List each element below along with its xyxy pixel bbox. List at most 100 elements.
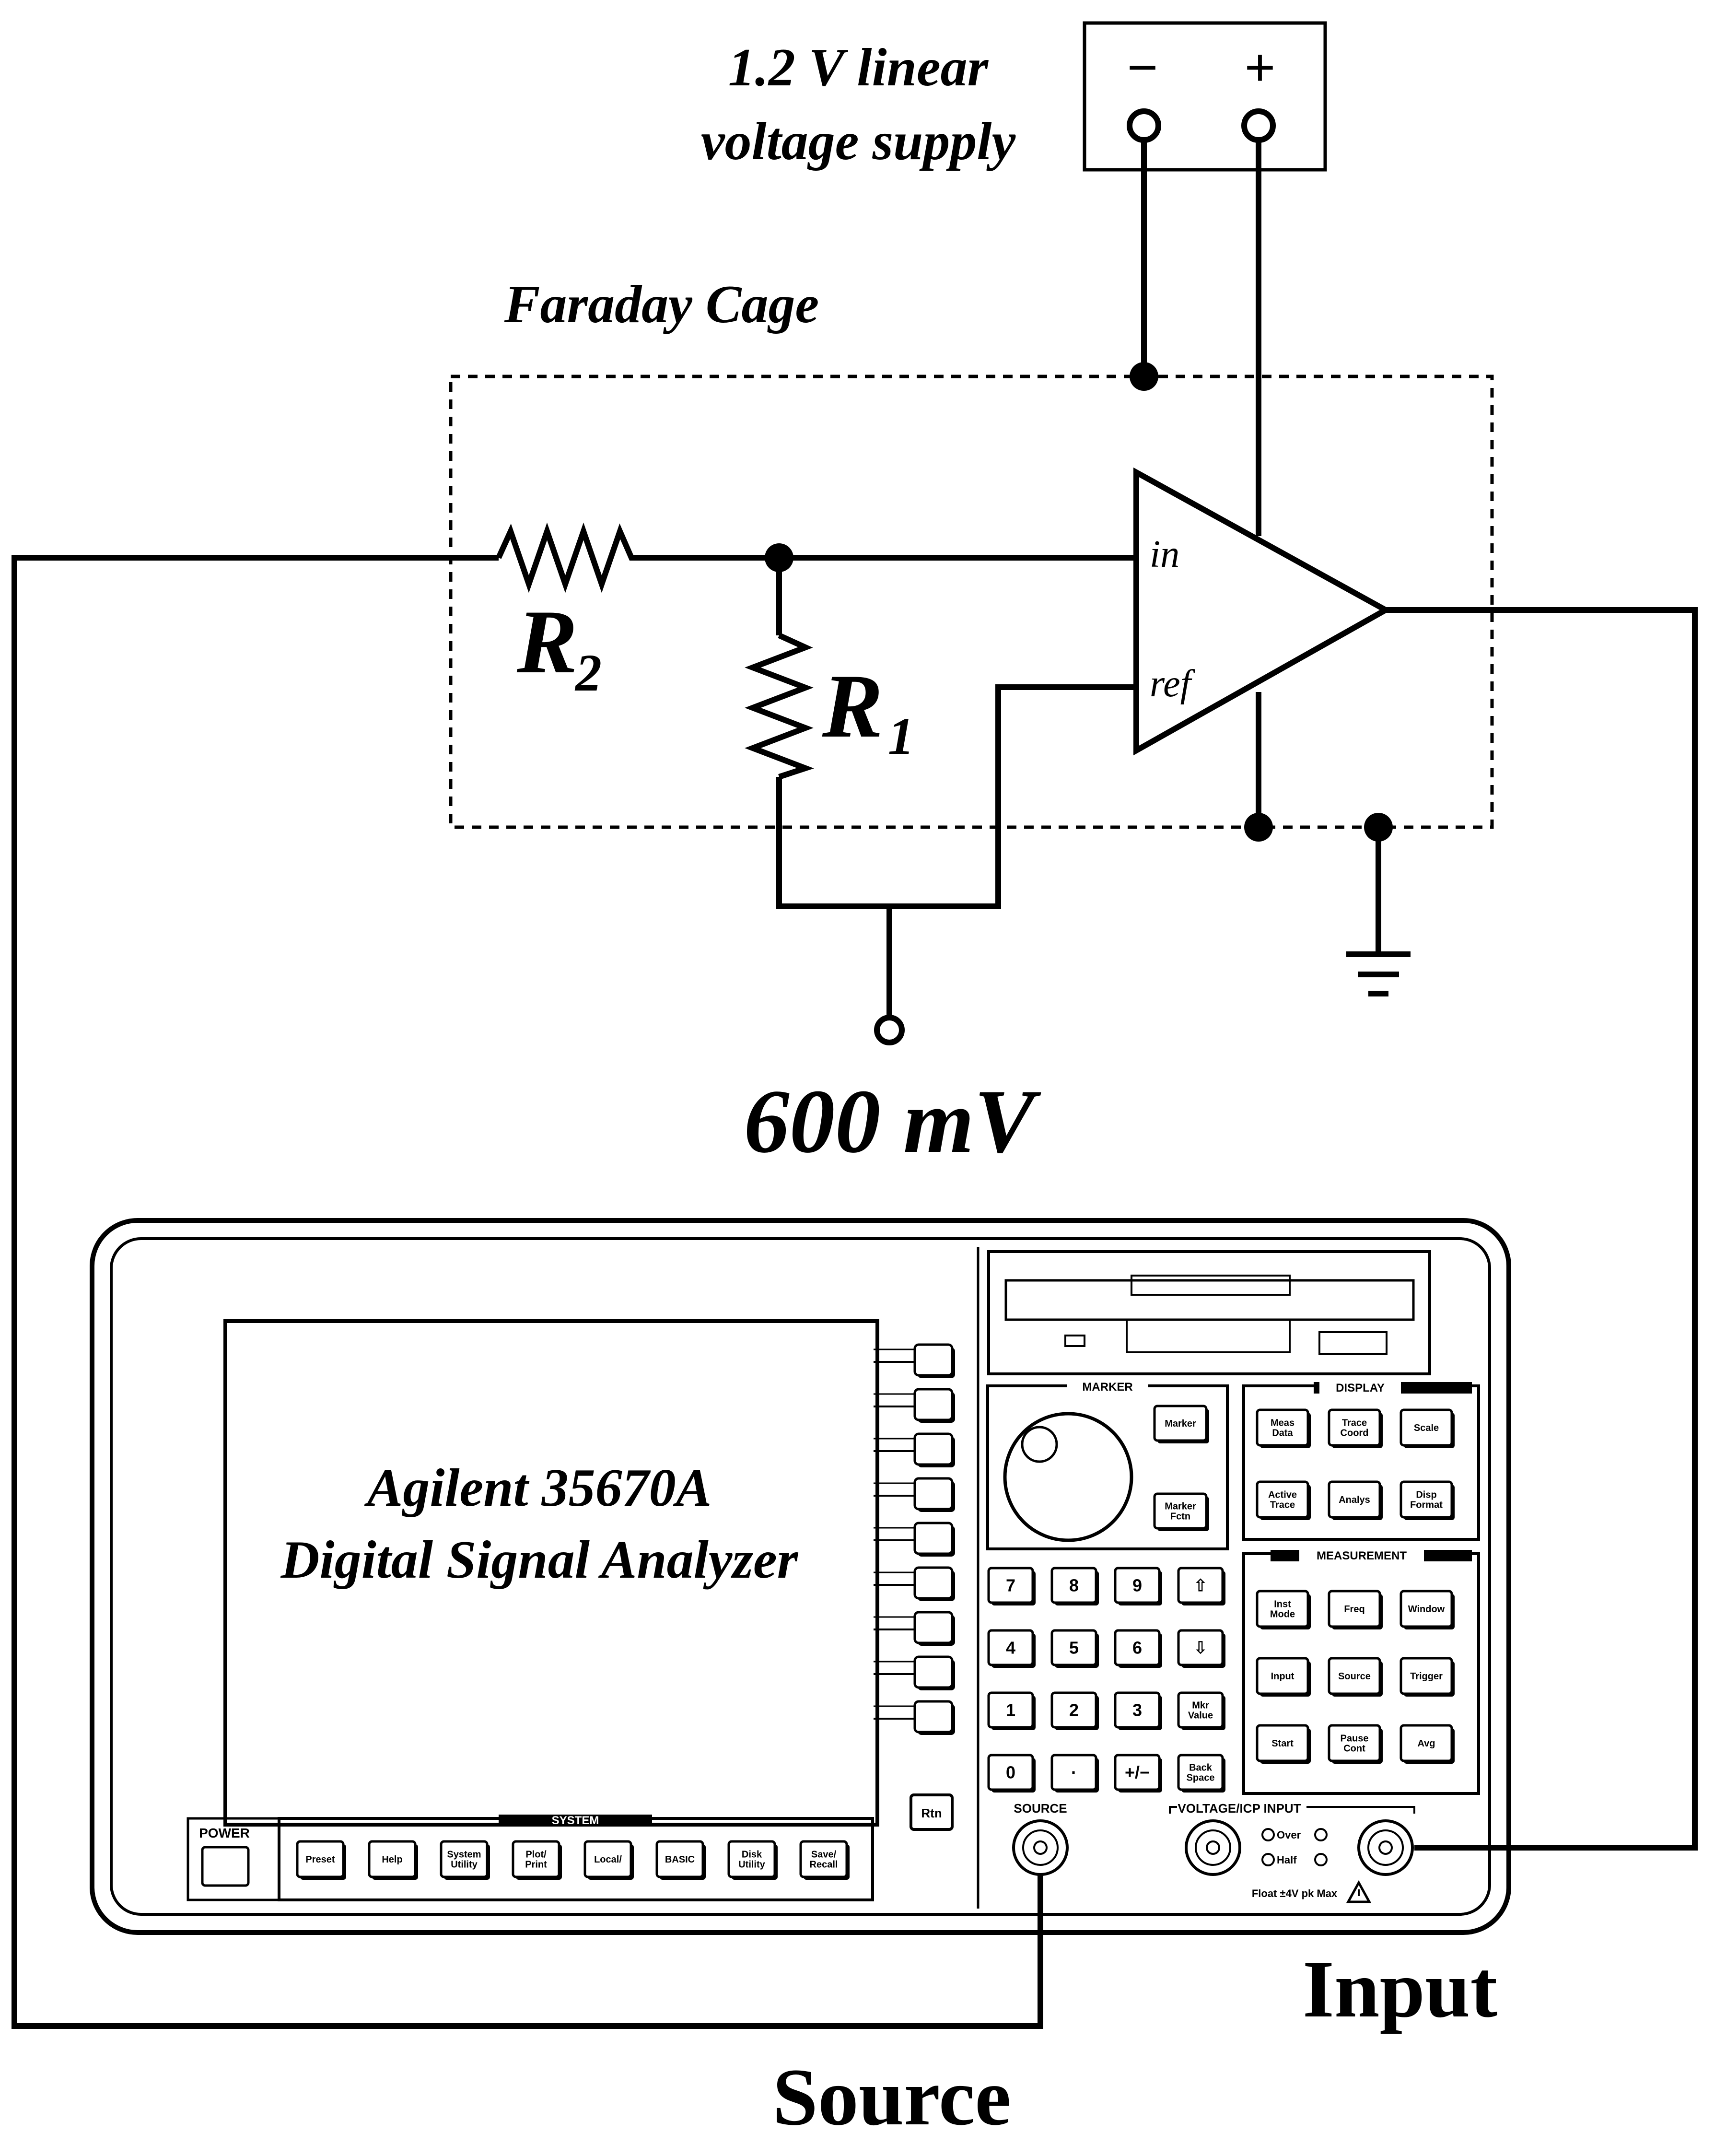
voltage-supply: − +: [1083, 21, 1327, 172]
measurement-freq-key[interactable]: Freq: [1328, 1590, 1383, 1629]
softkey[interactable]: [913, 1343, 955, 1378]
system-plot-print-key[interactable]: Plot/Print: [512, 1840, 562, 1880]
keypad-6-key[interactable]: 6: [1114, 1629, 1162, 1668]
rtn-key[interactable]: Rtn: [910, 1793, 954, 1831]
ground-icon: [1346, 951, 1411, 996]
svg-text:1: 1: [888, 707, 914, 765]
softkey[interactable]: [913, 1432, 955, 1467]
keypad-key-key[interactable]: ⇧: [1177, 1567, 1225, 1605]
measurement-source-key[interactable]: Source: [1328, 1657, 1383, 1697]
keypad-1-key[interactable]: 1: [987, 1691, 1036, 1730]
svg-text:Over: Over: [1277, 1829, 1301, 1841]
keypad-key-key[interactable]: ·: [1050, 1754, 1099, 1793]
keypad-key-label: 3: [1132, 1700, 1142, 1720]
display-key-label: Coord: [1341, 1428, 1369, 1439]
keypad-3-key[interactable]: 3: [1114, 1691, 1162, 1730]
marker-marker-key[interactable]: Marker: [1153, 1405, 1209, 1443]
system-key-label: Help: [382, 1854, 402, 1865]
voltage-bnc-connector[interactable]: [1185, 1819, 1241, 1876]
system-save-recall-key[interactable]: Save/Recall: [799, 1840, 850, 1880]
measurement-window-key[interactable]: Window: [1399, 1590, 1455, 1629]
keypad-key-label: Back: [1189, 1763, 1213, 1773]
supply-minus-sign: −: [1127, 38, 1158, 97]
softkey[interactable]: [913, 1522, 955, 1557]
softkey[interactable]: [913, 1611, 955, 1646]
amplifier-ref-label: ref: [1150, 663, 1196, 705]
keypad-key-key[interactable]: ⇩: [1177, 1629, 1225, 1668]
keypad-key-label: 5: [1069, 1638, 1079, 1658]
power-button[interactable]: [201, 1846, 250, 1887]
amplifier-in-label: in: [1150, 533, 1179, 575]
system-key-label: BASIC: [665, 1854, 695, 1865]
keypad-2-key[interactable]: 2: [1050, 1691, 1099, 1730]
display-scale-key[interactable]: Scale: [1399, 1408, 1455, 1448]
analyzer-title-line1: Agilent 35670A: [364, 1458, 712, 1518]
system-preset-key[interactable]: Preset: [296, 1840, 346, 1880]
keypad-key-label: ⇧: [1193, 1576, 1208, 1595]
keypad-7-key[interactable]: 7: [987, 1567, 1036, 1605]
over-indicator: Over: [1261, 1828, 1328, 1841]
marker-key-label: Marker: [1165, 1501, 1196, 1512]
svg-text:2: 2: [574, 644, 602, 702]
measurement-key-label: Pause: [1341, 1734, 1369, 1744]
display-key-label: Disp: [1416, 1490, 1436, 1500]
analyzer-title-line2: Digital Signal Analyzer: [280, 1530, 799, 1590]
source-bnc-connector[interactable]: [1012, 1819, 1069, 1876]
analyzer-screen: [223, 1319, 879, 1827]
keypad-key-key[interactable]: +/−: [1114, 1754, 1162, 1793]
supply-plus-sign: +: [1245, 38, 1275, 97]
supply-label-line2: voltage supply: [701, 112, 1016, 171]
system-key-label: Plot/: [525, 1850, 547, 1860]
measurement-trigger-key[interactable]: Trigger: [1399, 1657, 1455, 1697]
measurement-start-key[interactable]: Start: [1256, 1724, 1311, 1764]
keypad-4-key[interactable]: 4: [987, 1629, 1036, 1668]
amplifier: [1133, 467, 1392, 756]
svg-text:R: R: [822, 656, 883, 757]
system-basic-key[interactable]: BASIC: [655, 1840, 706, 1880]
softkey[interactable]: [913, 1655, 955, 1690]
system-help-key[interactable]: Help: [368, 1840, 418, 1880]
keypad-key-label: 1: [1006, 1700, 1015, 1720]
keypad-5-key[interactable]: 5: [1050, 1629, 1099, 1668]
measurement-input-key[interactable]: Input: [1256, 1657, 1311, 1697]
softkey[interactable]: [913, 1477, 955, 1512]
marker-knob[interactable]: [1003, 1412, 1133, 1542]
keypad-0-key[interactable]: 0: [987, 1754, 1036, 1793]
softkey[interactable]: [913, 1700, 955, 1735]
softkey[interactable]: [913, 1566, 955, 1601]
display-key-label: Trace: [1270, 1500, 1295, 1511]
softkey[interactable]: [913, 1388, 955, 1423]
keypad-key-label: Mkr: [1192, 1700, 1209, 1711]
system-local-key[interactable]: Local/: [583, 1840, 634, 1880]
measurement-key-label: Inst: [1274, 1599, 1291, 1610]
keypad-8-key[interactable]: 8: [1050, 1567, 1099, 1605]
marker-key-label: Marker: [1165, 1418, 1196, 1429]
measurement-avg-key[interactable]: Avg: [1399, 1724, 1455, 1764]
display-key-label: Format: [1410, 1500, 1443, 1511]
keypad-key-label: 6: [1132, 1638, 1142, 1658]
r1-label: R 1: [822, 656, 914, 765]
marker-key-label: Fctn: [1170, 1512, 1190, 1522]
marker-title: MARKER: [1082, 1381, 1132, 1394]
icp-bnc-connector[interactable]: [1357, 1819, 1414, 1876]
source-connector-label: SOURCE: [1014, 1801, 1067, 1816]
marker-group: [986, 1382, 1229, 1550]
measurement-key-label: Cont: [1343, 1744, 1365, 1754]
keypad-9-key[interactable]: 9: [1114, 1567, 1162, 1605]
display-analys-key[interactable]: Analys: [1328, 1480, 1383, 1520]
display-key-label: Trace: [1342, 1418, 1367, 1429]
resistor-r1: [745, 633, 814, 780]
